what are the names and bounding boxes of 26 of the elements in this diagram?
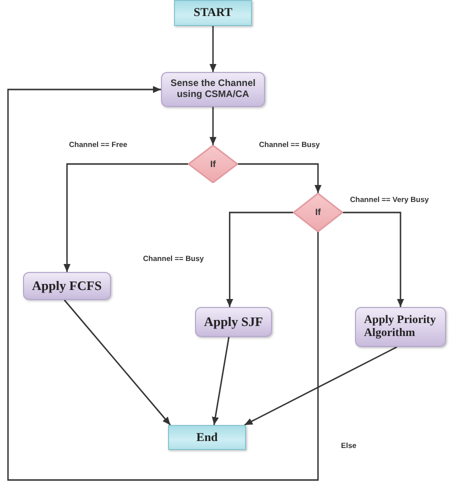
decision-label: If [210, 158, 216, 170]
process-box [161, 72, 265, 107]
arrow [64, 300, 171, 426]
decision-diamond [188, 145, 238, 183]
arrow [7, 86, 319, 481]
terminal-box [168, 425, 246, 450]
decision-diamond [293, 193, 343, 232]
arrow [210, 107, 216, 145]
process-label: Apply FCFS [32, 278, 102, 294]
terminal-label: End [196, 430, 218, 444]
arrow [238, 163, 322, 193]
process-box [355, 307, 446, 347]
arrow [226, 212, 293, 307]
process-label: Apply Priority Algorithm [364, 314, 437, 340]
arrow [64, 163, 188, 272]
process-label: Sense the Channel using CSMA/CA [170, 78, 256, 100]
decision-label: If [315, 207, 321, 218]
process-label: Apply SJF [204, 314, 263, 330]
arrow [212, 336, 230, 426]
arrow [244, 346, 398, 426]
terminal-label: START [194, 6, 232, 20]
process-box [23, 272, 111, 300]
terminal-box [174, 0, 252, 26]
process-box [195, 307, 272, 337]
arrow [343, 212, 404, 307]
arrow [210, 26, 216, 72]
